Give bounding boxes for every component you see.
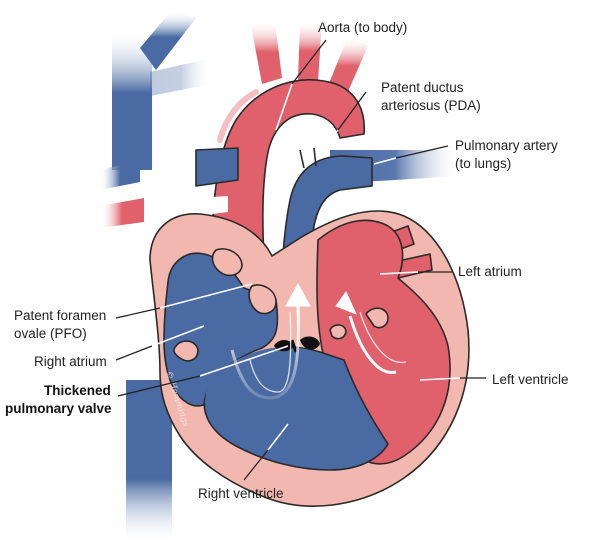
blood-flow-arrow-right bbox=[230, 282, 311, 400]
leader-pda bbox=[337, 91, 367, 131]
leader-lines bbox=[115, 39, 486, 481]
aorta bbox=[211, 20, 368, 259]
leader-pda-white bbox=[315, 129, 339, 157]
right-heart-chambers bbox=[163, 252, 389, 471]
leader-valve bbox=[117, 375, 201, 397]
leader-pulmonary-artery-white bbox=[373, 157, 397, 165]
label-thickened-valve-line1: Thickened bbox=[44, 383, 111, 398]
leader-pfo-white bbox=[159, 283, 253, 309]
leader-left-ventricle-white bbox=[419, 377, 461, 381]
leader-aorta-white bbox=[275, 83, 293, 131]
arrow-head-right bbox=[285, 282, 311, 307]
label-aorta: Aorta (to body) bbox=[318, 20, 407, 35]
leader-valve-white bbox=[199, 345, 289, 377]
label-pulmonary-artery-line2: (to lungs) bbox=[455, 156, 511, 171]
label-right-ventricle: Right ventricle bbox=[198, 486, 284, 501]
leader-right-ventricle bbox=[243, 449, 269, 481]
label-right-atrium: Right atrium bbox=[34, 354, 107, 369]
label-pfo-line1: Patent foramen bbox=[14, 308, 106, 323]
left-vessel-branches bbox=[100, 160, 144, 228]
leader-right-atrium-white bbox=[151, 325, 205, 347]
label-pulmonary-artery-line1: Pulmonary artery bbox=[455, 138, 558, 153]
septum bbox=[173, 248, 277, 362]
leader-left-atrium-white bbox=[379, 271, 419, 275]
leader-pfo bbox=[115, 307, 161, 319]
label-thickened-valve-line2: pulmonary valve bbox=[5, 401, 112, 416]
mitral-valve bbox=[329, 307, 389, 340]
superior-vena-cava bbox=[112, 10, 212, 170]
label-pfo-line2: ovale (PFO) bbox=[14, 326, 87, 341]
leader-pulmonary-artery bbox=[395, 145, 449, 159]
right-pulmonary-artery-stub bbox=[195, 147, 239, 216]
label-pda-line2: arteriosus (PDA) bbox=[381, 98, 481, 113]
leader-right-ventricle-white bbox=[267, 423, 289, 451]
leader-right-atrium bbox=[115, 345, 153, 361]
blood-flow-arrow-left bbox=[335, 291, 407, 374]
label-left-atrium: Left atrium bbox=[458, 264, 522, 279]
inferior-vena-cava bbox=[126, 380, 172, 545]
label-left-ventricle: Left ventricle bbox=[492, 372, 569, 387]
labels: Aorta (to body) Patent ductus arteriosus… bbox=[5, 20, 569, 501]
arrow-head-left bbox=[335, 291, 357, 315]
leader-aorta bbox=[291, 39, 327, 85]
label-pda-line1: Patent ductus bbox=[381, 80, 464, 95]
